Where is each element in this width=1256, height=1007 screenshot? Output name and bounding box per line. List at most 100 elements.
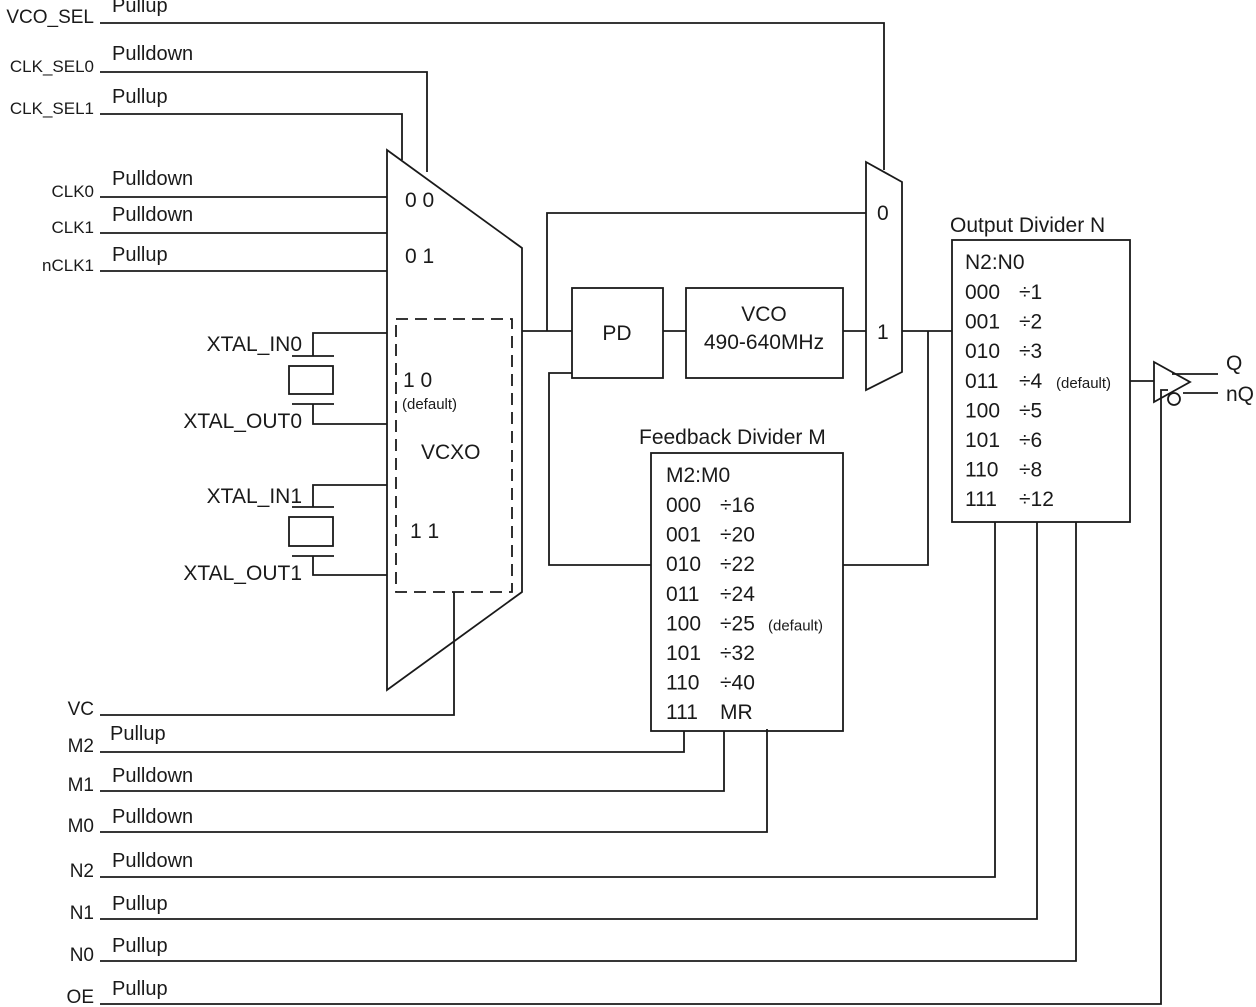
xtal-out0-label: XTAL_OUT0 xyxy=(183,410,302,433)
n0-input: N0 Pullup xyxy=(70,522,1077,966)
m0-wire xyxy=(100,729,768,833)
oe-input: OE Pullup xyxy=(67,389,1168,1007)
xtal-in1-wire xyxy=(312,484,387,507)
divider-row-value: ÷40 xyxy=(720,672,755,695)
xtal-out1-label: XTAL_OUT1 xyxy=(183,562,302,585)
m0-input: M0 Pulldown xyxy=(68,729,768,837)
feedback-divider-box xyxy=(650,452,844,732)
vco-range-label: 490-640MHz xyxy=(704,331,824,354)
output-buffer: Q nQ xyxy=(1153,352,1254,406)
divider-row-code: 111 xyxy=(965,488,997,511)
vco-box xyxy=(685,287,844,379)
input-mux-sel-11: 1 1 xyxy=(410,520,439,543)
divider-row-value: ÷24 xyxy=(720,583,755,606)
vcxo-label: VCXO xyxy=(421,441,481,464)
clk-sel1-input: CLK_SEL1 Pullup xyxy=(10,86,403,160)
divider-row-value: ÷2 xyxy=(1019,311,1042,334)
m1-wire xyxy=(100,731,725,792)
n1-label: N1 xyxy=(70,903,94,924)
n2-pull: Pulldown xyxy=(112,850,193,872)
divider-row-value: ÷25 xyxy=(720,612,755,635)
nclk1-label: nCLK1 xyxy=(42,256,94,275)
nclk1-input: nCLK1 Pullup xyxy=(42,244,387,275)
divider-row-value: ÷6 xyxy=(1019,429,1042,452)
xtal-out1-wire xyxy=(312,556,387,576)
clk0-label: CLK0 xyxy=(51,182,94,201)
xtal-in1-label: XTAL_IN1 xyxy=(207,485,302,508)
feedback-divider-rows: 000÷16001÷20010÷22011÷24100÷25(default)1… xyxy=(666,494,823,724)
nq-label: nQ xyxy=(1226,383,1254,406)
crystal-1: XTAL_IN1 XTAL_OUT1 xyxy=(183,484,387,585)
vc-input: VC xyxy=(68,592,455,720)
nclk1-pull: Pullup xyxy=(112,244,168,266)
input-mux-trapezoid xyxy=(386,148,523,692)
vco-mux-in1: 1 xyxy=(877,321,889,344)
input-mux-sel-10-note: (default) xyxy=(402,396,457,413)
divider-row-code: 110 xyxy=(965,459,998,482)
divider-row-value: ÷22 xyxy=(720,553,755,576)
divider-row-code: 110 xyxy=(666,672,699,695)
crystal-0: XTAL_IN0 XTAL_OUT0 xyxy=(183,332,387,433)
feedback-divider-title: Feedback Divider M xyxy=(639,426,826,449)
vc-wire xyxy=(100,592,455,716)
output-divider-title: Output Divider N xyxy=(950,214,1105,237)
n1-pull: Pullup xyxy=(112,893,168,915)
n1-input: N1 Pullup xyxy=(70,522,1038,924)
vco-block: VCO 490-640MHz xyxy=(685,287,844,379)
divider-row-code: 000 xyxy=(666,494,701,517)
bypass-to-vco-mux-wire xyxy=(546,212,866,331)
feedback-divider-m: Feedback Divider M M2:M0 000÷16001÷20010… xyxy=(639,426,844,732)
clk-sel0-label: CLK_SEL0 xyxy=(10,57,94,76)
vco-sel-pull: Pullup xyxy=(112,0,168,17)
divider-row-value: ÷32 xyxy=(720,642,755,665)
n2-wire xyxy=(100,522,996,878)
n2-input: N2 Pulldown xyxy=(70,522,996,882)
divider-row-value: MR xyxy=(720,701,753,724)
divider-row-code: 010 xyxy=(965,340,1000,363)
xtal-in0-wire xyxy=(312,332,387,356)
vco-sel-input: VCO_SEL Pullup xyxy=(6,0,885,170)
oe-pull: Pullup xyxy=(112,978,168,1000)
vco-label: VCO xyxy=(741,303,787,326)
vco-mux-trapezoid xyxy=(865,160,903,392)
divider-row-code: 000 xyxy=(965,281,1000,304)
oe-label: OE xyxy=(67,987,94,1007)
divider-row-code: 111 xyxy=(666,701,698,724)
m2-wire xyxy=(100,731,685,753)
divider-row-value: ÷1 xyxy=(1019,281,1042,304)
n0-wire xyxy=(100,522,1077,962)
oe-wire xyxy=(100,389,1168,1005)
clk-sel1-wire xyxy=(100,113,403,160)
divider-row-code: 100 xyxy=(666,612,701,635)
clk-sel0-input: CLK_SEL0 Pulldown xyxy=(10,43,428,172)
clk1-input: CLK1 Pulldown xyxy=(51,204,387,237)
xtal-in0-label: XTAL_IN0 xyxy=(207,333,302,356)
divider-row-value: ÷5 xyxy=(1019,399,1042,422)
crystal-1-body xyxy=(288,516,334,547)
xtal-out0-wire xyxy=(312,404,387,425)
output-divider-box xyxy=(951,239,1131,523)
input-mux-sel-00: 0 0 xyxy=(405,189,434,212)
divider-row-code: 010 xyxy=(666,553,701,576)
divider-row-code: 101 xyxy=(965,429,1000,452)
divider-row-value: ÷8 xyxy=(1019,459,1042,482)
vc-label: VC xyxy=(68,699,94,720)
output-divider-rows: 000÷1001÷2010÷3011÷4(default)100÷5101÷61… xyxy=(965,281,1111,511)
divider-row-value: ÷3 xyxy=(1019,340,1042,363)
divider-row-default-note: (default) xyxy=(1056,375,1111,392)
divider-row-code: 101 xyxy=(666,642,701,665)
output-divider-header: N2:N0 xyxy=(965,251,1025,274)
divider-row-code: 001 xyxy=(965,311,1000,334)
divider-row-code: 001 xyxy=(666,524,701,547)
m2-pull: Pullup xyxy=(110,723,166,745)
m1-pull: Pulldown xyxy=(112,765,193,787)
vco-sel-wire xyxy=(100,22,885,170)
divider-row-value: ÷12 xyxy=(1019,488,1054,511)
feedback-to-pd-wire xyxy=(548,372,651,566)
clk-sel1-pull: Pullup xyxy=(112,86,168,108)
q-label: Q xyxy=(1226,352,1242,375)
clk-sel1-label: CLK_SEL1 xyxy=(10,99,94,118)
vco-sel-label: VCO_SEL xyxy=(6,7,94,28)
clk0-pull: Pulldown xyxy=(112,168,193,190)
